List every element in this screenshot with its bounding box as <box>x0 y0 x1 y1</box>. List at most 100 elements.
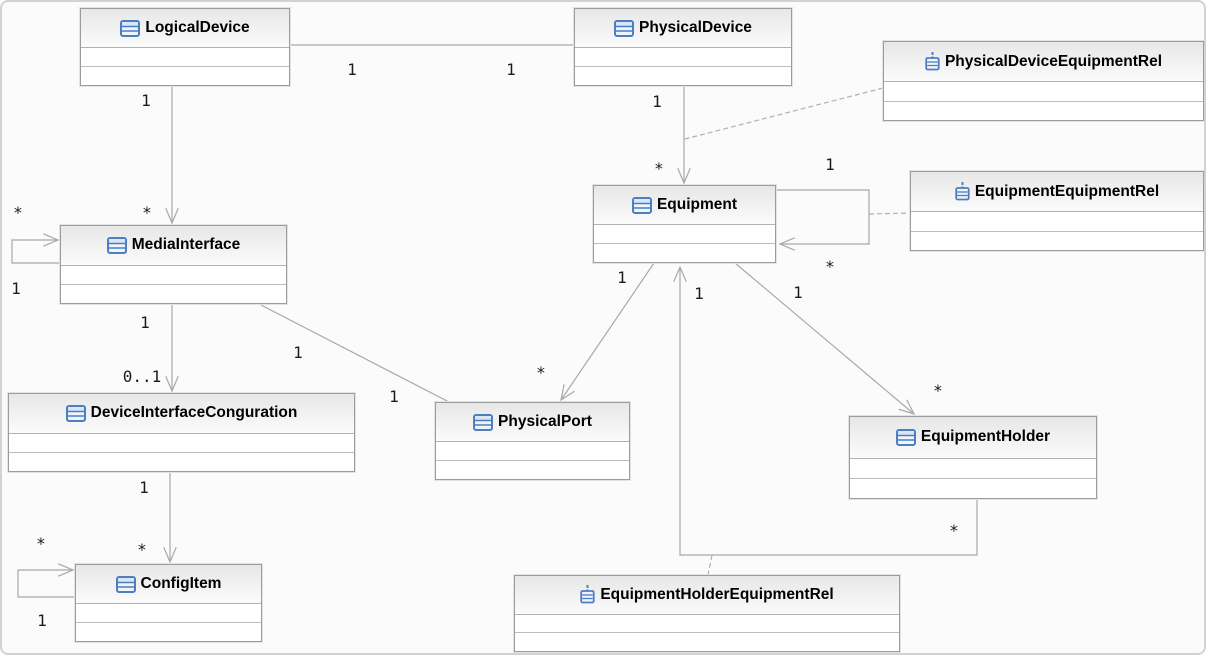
operations-compartment <box>850 477 1096 498</box>
multiplicity-label: 1 <box>793 283 803 302</box>
operations-compartment <box>76 622 261 641</box>
class-name: EquipmentEquipmentRel <box>974 182 1160 200</box>
edge-configitem-self <box>17 569 75 598</box>
class-equipment-equipment-rel[interactable]: EquipmentEquipmentRel <box>909 170 1204 252</box>
operations-compartment <box>911 230 1203 250</box>
class-equipment-holder[interactable]: EquipmentHolder <box>848 415 1098 500</box>
class-title-bar: PhysicalDeviceEquipmentRel <box>884 42 1203 82</box>
edge-equipment-self <box>776 189 870 245</box>
class-physical-device-equipment-rel[interactable]: PhysicalDeviceEquipmentRel <box>882 40 1204 122</box>
operations-compartment <box>9 451 354 471</box>
edge-equipmentequipmentrel-attach <box>868 212 911 215</box>
operations-compartment <box>515 632 899 651</box>
class-title-bar: EquipmentHolder <box>850 417 1096 459</box>
class-icon <box>106 236 127 254</box>
open-arrowhead-logicaldevice-mediainterface <box>165 208 179 225</box>
class-icon <box>473 413 494 431</box>
class-device-interface-conguration[interactable]: DeviceInterfaceConguration <box>7 392 356 473</box>
edge-mediainterface-self <box>11 239 60 264</box>
class-physical-port[interactable]: PhysicalPort <box>434 401 631 481</box>
edge-equipmentholderequipmentrel-attach <box>707 554 713 576</box>
open-arrowhead-equipmentholder-equipment <box>673 265 687 282</box>
open-arrowhead-mediainterface-self <box>43 233 60 247</box>
association-class-icon <box>580 585 595 604</box>
multiplicity-label: * <box>654 159 664 178</box>
class-title-bar: MediaInterface <box>61 226 286 266</box>
edge-equipment-physicalport <box>560 262 655 401</box>
open-arrowhead-configitem-self <box>58 563 75 577</box>
open-arrowhead-physicaldevice-equipment <box>677 168 691 185</box>
attributes-compartment <box>436 442 629 460</box>
edge-equipmentholder-equipment <box>679 267 978 556</box>
attributes-compartment <box>76 604 261 622</box>
class-name: PhysicalDeviceEquipmentRel <box>944 52 1163 70</box>
multiplicity-label: 1 <box>825 155 835 174</box>
class-title-bar: EquipmentEquipmentRel <box>911 172 1203 212</box>
multiplicity-label: * <box>13 203 23 222</box>
multiplicity-label: * <box>536 363 546 382</box>
attributes-compartment <box>515 614 899 633</box>
class-name: Equipment <box>656 196 738 213</box>
class-name: ConfigItem <box>140 575 222 592</box>
multiplicity-label: 1 <box>293 343 303 362</box>
class-config-item[interactable]: ConfigItem <box>74 563 263 643</box>
class-name: MediaInterface <box>131 236 241 254</box>
attributes-compartment <box>81 48 289 66</box>
class-name: EquipmentHolder <box>920 428 1051 446</box>
class-icon <box>895 428 916 446</box>
association-class-icon <box>955 182 970 201</box>
class-title-bar: LogicalDevice <box>81 9 289 48</box>
class-name: DeviceInterfaceConguration <box>90 404 298 422</box>
operations-compartment <box>575 66 791 85</box>
operations-compartment <box>81 66 289 85</box>
class-title-bar: DeviceInterfaceConguration <box>9 394 354 434</box>
class-media-interface[interactable]: MediaInterface <box>59 224 288 305</box>
class-name: PhysicalDevice <box>639 19 752 36</box>
class-title-bar: Equipment <box>594 186 775 225</box>
class-icon <box>614 19 635 37</box>
class-icon <box>631 196 652 214</box>
open-arrowhead-equipment-self <box>778 237 795 251</box>
open-arrowhead-mediainterface-deviceinterfaceconguration <box>165 376 179 393</box>
multiplicity-label: * <box>933 381 943 400</box>
multiplicity-label: 1 <box>617 268 627 287</box>
operations-compartment <box>61 283 286 303</box>
multiplicity-label: 1 <box>694 284 704 303</box>
multiplicity-label: 1 <box>347 60 357 79</box>
edge-physicaldeviceequipmentrel-attach <box>684 87 884 140</box>
attributes-compartment <box>61 265 286 284</box>
edge-mediainterface-physicalport <box>260 304 450 403</box>
multiplicity-label: * <box>825 257 835 276</box>
multiplicity-label: 1 <box>652 92 662 111</box>
operations-compartment <box>436 460 629 479</box>
class-title-bar: ConfigItem <box>76 565 261 604</box>
class-physical-device[interactable]: PhysicalDevice <box>573 7 793 87</box>
class-equipment[interactable]: Equipment <box>592 184 777 264</box>
class-icon <box>65 404 86 422</box>
attributes-compartment <box>9 433 354 452</box>
class-name: EquipmentHolderEquipmentRel <box>600 585 834 603</box>
multiplicity-label: * <box>949 521 959 540</box>
multiplicity-label: 1 <box>141 91 151 110</box>
multiplicity-label: 1 <box>37 611 47 630</box>
attributes-compartment <box>884 82 1203 101</box>
class-title-bar: PhysicalPort <box>436 403 629 442</box>
class-name: LogicalDevice <box>145 19 250 36</box>
class-icon <box>115 575 136 593</box>
class-name: PhysicalPort <box>498 413 592 430</box>
multiplicity-label: 1 <box>389 387 399 406</box>
class-title-bar: PhysicalDevice <box>575 9 791 48</box>
multiplicity-label: 0..1 <box>122 367 162 386</box>
association-class-icon <box>925 52 940 71</box>
class-logical-device[interactable]: LogicalDevice <box>79 7 291 87</box>
edge-equipment-equipmentholder <box>734 262 915 415</box>
open-arrowhead-equipment-equipmentholder <box>898 399 916 415</box>
multiplicity-label: * <box>142 203 152 222</box>
operations-compartment <box>884 100 1203 120</box>
multiplicity-label: 1 <box>139 478 149 497</box>
multiplicity-label: * <box>137 540 147 559</box>
attributes-compartment <box>575 48 791 66</box>
class-equipment-holder-equipment-rel[interactable]: EquipmentHolderEquipmentRel <box>513 574 901 653</box>
